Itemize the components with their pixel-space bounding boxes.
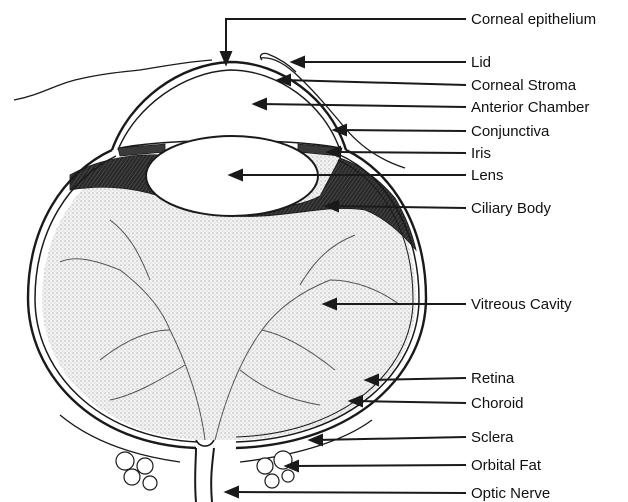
arrowhead-lid <box>292 57 304 67</box>
label-choroid: Choroid <box>471 395 524 412</box>
leader-orbital-fat <box>292 465 466 466</box>
label-optic-nerve: Optic Nerve <box>471 485 550 502</box>
orbital-fat-globules <box>116 451 294 490</box>
labels: Corneal epithelium Lid Corneal Stroma An… <box>471 11 596 502</box>
label-anterior-chamber: Anterior Chamber <box>471 99 589 116</box>
label-orbital-fat: Orbital Fat <box>471 457 542 474</box>
leader-corneal-epithelium <box>226 19 466 58</box>
arrowhead-optic-nerve <box>226 487 238 497</box>
arrowhead-corneal-stroma <box>278 75 290 85</box>
label-retina: Retina <box>471 370 515 387</box>
label-sclera: Sclera <box>471 429 514 446</box>
label-corneal-stroma: Corneal Stroma <box>471 77 577 94</box>
arrowhead-anterior-chamber <box>254 99 266 109</box>
label-iris: Iris <box>471 145 491 162</box>
arrowhead-sclera <box>310 435 322 445</box>
leader-optic-nerve <box>232 492 466 493</box>
label-corneal-epithelium: Corneal epithelium <box>471 11 596 28</box>
iris-left <box>118 144 165 156</box>
label-conjunctiva: Conjunctiva <box>471 123 550 140</box>
optic-nerve-right <box>211 448 214 502</box>
label-lens: Lens <box>471 167 504 184</box>
lid-left-fold <box>14 60 212 100</box>
optic-disc <box>196 440 214 446</box>
label-lid: Lid <box>471 54 491 71</box>
label-ciliary-body: Ciliary Body <box>471 200 552 217</box>
optic-nerve-left <box>195 448 196 502</box>
leader-corneal-stroma <box>284 80 466 85</box>
label-vitreous-cavity: Vitreous Cavity <box>471 296 572 313</box>
leader-anterior-chamber <box>260 104 466 107</box>
leader-iris <box>334 152 466 153</box>
leader-conjunctiva <box>340 130 466 131</box>
eye-illustration <box>14 53 426 502</box>
